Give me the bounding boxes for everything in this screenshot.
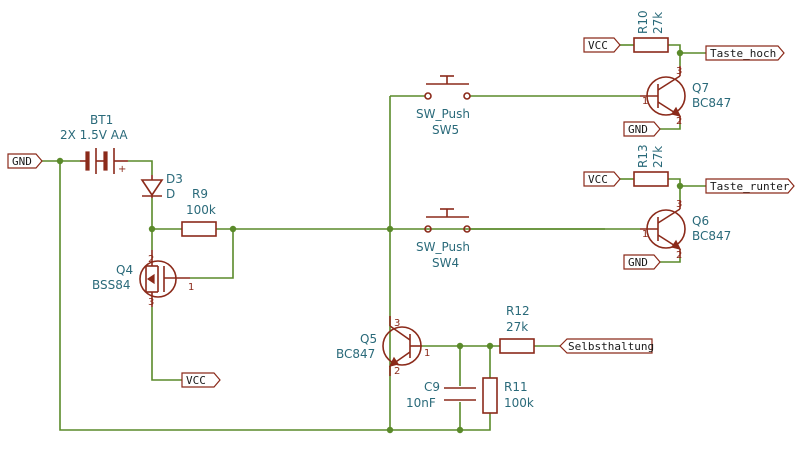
r12-ref: R12	[506, 304, 530, 318]
q5-ref: Q5	[360, 332, 377, 346]
q7-ref: Q7	[692, 81, 709, 95]
port-gnd-q6[interactable]: GND	[623, 254, 661, 270]
port-label: VCC	[186, 374, 206, 387]
resistor-r12[interactable]: R12 27k	[499, 304, 535, 354]
bt1-ref: BT1	[90, 113, 113, 127]
r13-value: 27k	[651, 146, 665, 168]
battery-plus-sign: +	[118, 164, 126, 175]
q5-pin1: 1	[424, 348, 430, 359]
c9-value: 10nF	[406, 396, 436, 410]
port-label: Taste_runter	[710, 180, 790, 193]
port-vcc-q4[interactable]: VCC	[181, 372, 221, 388]
diode-d3[interactable]: D3 D	[140, 172, 183, 201]
wire-q7-to-gnd	[660, 124, 681, 130]
mosfet-q4[interactable]: 2 3 1 Q4 BSS84	[92, 250, 194, 308]
port-label: VCC	[588, 39, 608, 52]
resistor-r13[interactable]: R13 27k	[633, 144, 669, 187]
port-label: Taste_hoch	[710, 47, 776, 60]
q6-ref: Q6	[692, 214, 709, 228]
q5-value: BC847	[336, 347, 375, 361]
junction-dot	[456, 426, 464, 434]
junction-dot	[148, 225, 156, 233]
q6-pin2: 2	[676, 250, 682, 261]
switch-sw5[interactable]: SW_Push SW5	[416, 75, 471, 137]
port-taste-hoch[interactable]: Taste_hoch	[705, 45, 785, 61]
wire-r13-to-q6	[668, 178, 681, 200]
bt1-value: 2X 1.5V AA	[60, 128, 128, 142]
junctions	[56, 49, 684, 434]
transistor-q6[interactable]: 3 1 2 Q6 BC847	[640, 199, 731, 261]
switch-sw4[interactable]: SW_Push SW4	[416, 208, 471, 270]
wire-battery-to-d3	[128, 160, 153, 175]
port-gnd-q7[interactable]: GND	[623, 121, 661, 137]
q5-pin2: 2	[394, 366, 400, 377]
port-label: GND	[628, 256, 648, 269]
d3-value: D	[166, 187, 175, 201]
junction-dot	[486, 342, 494, 350]
capacitor-c9[interactable]: C9 10nF	[406, 380, 476, 410]
r9-ref: R9	[192, 187, 208, 201]
r10-ref: R10	[636, 10, 650, 34]
q6-value: BC847	[692, 229, 731, 243]
q7-pin3: 3	[676, 66, 682, 77]
r12-value: 27k	[506, 320, 528, 334]
q4-value: BSS84	[92, 278, 131, 292]
r10-value: 27k	[651, 12, 665, 34]
resistor-r9[interactable]: R9 100k	[181, 187, 217, 237]
c9-ref: C9	[424, 380, 440, 394]
junction-dot	[229, 225, 237, 233]
battery-bt1[interactable]: + BT1 2X 1.5V AA	[60, 113, 128, 175]
resistor-r11[interactable]: R11 100k	[482, 377, 534, 414]
wire-q6-to-gnd	[660, 258, 681, 263]
q4-pin3: 3	[148, 297, 154, 308]
q7-pin2: 2	[676, 116, 682, 127]
junction-dot	[676, 182, 684, 190]
junction-dot	[456, 342, 464, 350]
wires	[40, 44, 706, 431]
r13-ref: R13	[636, 144, 650, 168]
junction-dot	[676, 49, 684, 57]
q4-ref: Q4	[116, 263, 133, 277]
q6-pin1: 1	[642, 229, 648, 240]
sw4-value: SW_Push	[416, 240, 470, 254]
d3-ref: D3	[166, 172, 183, 186]
port-selbsthaltung[interactable]: Selbsthaltung	[559, 338, 654, 354]
r9-value: 100k	[186, 203, 216, 217]
port-label: GND	[628, 123, 648, 136]
junction-dot	[386, 225, 394, 233]
q7-pin1: 1	[642, 96, 648, 107]
port-vcc-r10[interactable]: VCC	[583, 37, 621, 53]
q5-pin3: 3	[394, 318, 400, 329]
wire-q4-gate	[190, 229, 234, 279]
transistor-q5[interactable]: 3 1 2 Q5 BC847	[336, 316, 430, 377]
port-taste-runter[interactable]: Taste_runter	[705, 178, 795, 194]
r11-value: 100k	[504, 396, 534, 410]
port-gnd-left[interactable]: GND	[7, 153, 43, 169]
wire-q4-to-vcc	[151, 307, 182, 381]
q4-pin2: 2	[148, 254, 154, 265]
resistor-r10[interactable]: R10 27k	[633, 10, 669, 53]
port-vcc-r13[interactable]: VCC	[583, 171, 621, 187]
port-label: Selbsthaltung	[568, 340, 654, 353]
port-label: VCC	[588, 173, 608, 186]
transistor-q7[interactable]: 3 1 2 Q7 BC847	[640, 66, 731, 127]
q7-value: BC847	[692, 96, 731, 110]
junction-dot	[56, 157, 64, 165]
sw5-ref: SW5	[432, 123, 459, 137]
sw4-ref: SW4	[432, 256, 459, 270]
sw5-value: SW_Push	[416, 107, 470, 121]
q4-pin1: 1	[188, 282, 194, 293]
port-label: GND	[12, 155, 32, 168]
r11-ref: R11	[504, 380, 528, 394]
wire-r10-to-q7	[668, 44, 681, 66]
q6-pin3: 3	[676, 199, 682, 210]
junction-dot	[386, 426, 394, 434]
